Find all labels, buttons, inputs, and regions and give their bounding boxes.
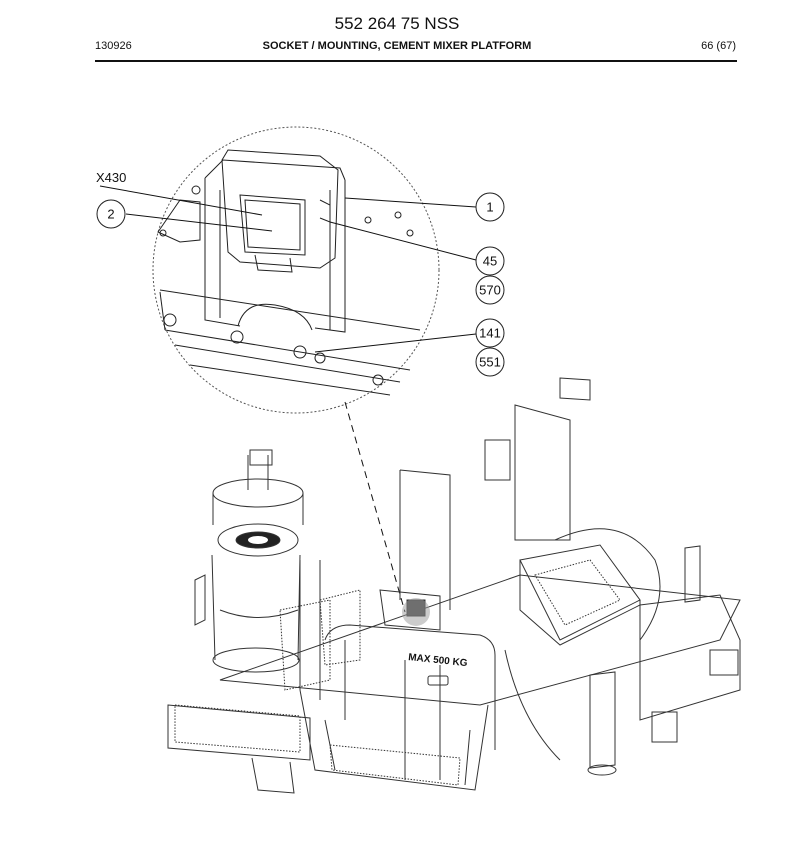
connector-label-x430: X430 [96,170,126,185]
callout-45: 45 [475,246,505,276]
callout-1-text: 1 [486,200,493,215]
document-subtitle: SOCKET / MOUNTING, CEMENT MIXER PLATFORM [262,40,532,52]
machine-overview: MAX 500 KG [167,377,741,794]
callout-551: 551 [475,347,505,377]
callout-2: 2 [96,199,126,229]
callout-551-text: 551 [479,355,501,370]
callout-570: 570 [475,275,505,305]
detail-view [152,126,440,414]
leader-lines [99,185,477,613]
callout-141: 141 [475,318,505,348]
callout-141-text: 141 [479,326,501,341]
header-rule [95,60,737,62]
callout-2-text: 2 [107,207,114,222]
callout-45-text: 45 [483,254,497,269]
document-date: 130926 [95,40,132,52]
document-title: 552 264 75 NSS [334,14,460,33]
callout-1: 1 [475,192,505,222]
machine-plate-text: MAX 500 KG [408,652,469,669]
callout-570-text: 570 [479,283,501,298]
page-number: 66 (67) [701,40,736,52]
